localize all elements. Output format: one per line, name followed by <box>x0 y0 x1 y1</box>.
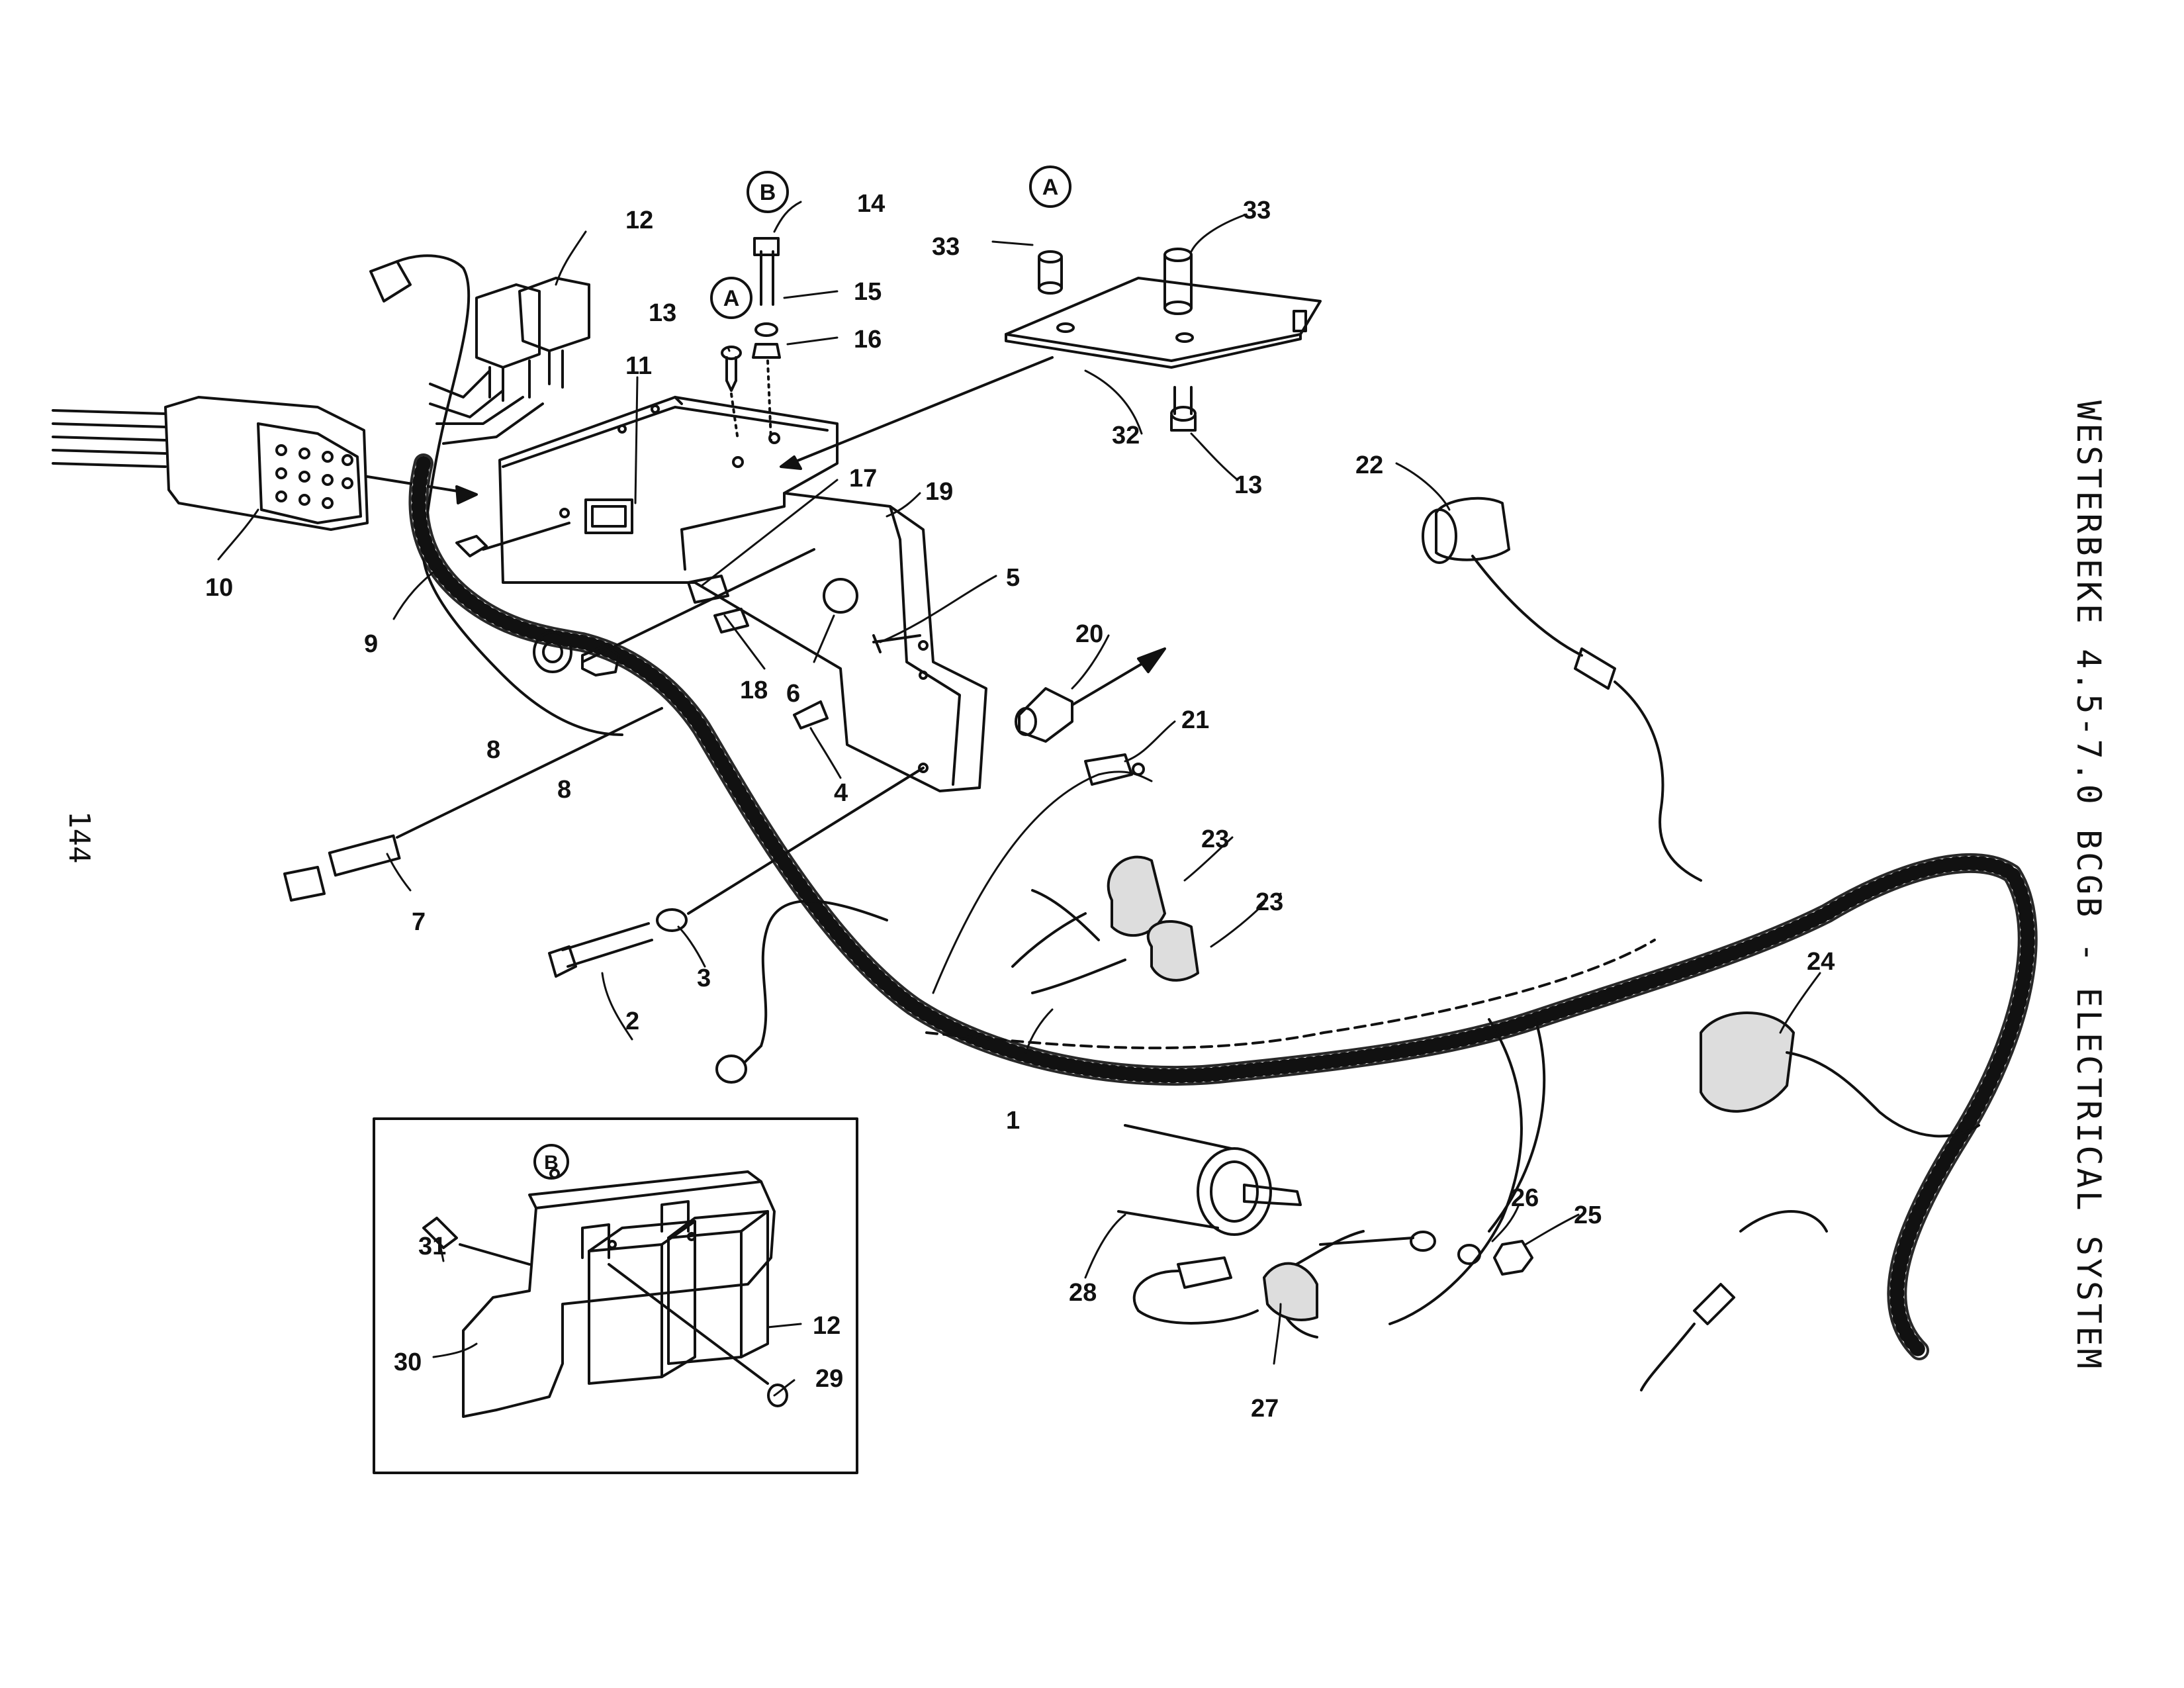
label-part-33b: 33 <box>1243 197 1271 224</box>
label-part-1: 1 <box>1006 1107 1020 1135</box>
boot-22 <box>1422 496 1702 882</box>
assembly-arrows <box>780 356 1054 470</box>
label-part-25: 25 <box>1574 1201 1602 1229</box>
ref-marker-a-right: A <box>1029 165 1071 208</box>
label-part-23b: 23 <box>1255 888 1283 916</box>
starter-terminal-area <box>1117 1124 1533 1338</box>
ref-marker-b-top: B <box>747 171 789 213</box>
ref-marker-b-inset: B <box>533 1144 569 1180</box>
bolt-and-washer <box>548 767 925 978</box>
screws-and-washers <box>721 237 781 442</box>
label-part-31: 31 <box>418 1233 446 1260</box>
label-part-17: 17 <box>849 465 877 492</box>
label-part-14: 14 <box>857 190 885 218</box>
reference-markers: B A A B <box>533 165 1071 1180</box>
svg-text:A: A <box>723 286 740 311</box>
label-part-13a: 13 <box>649 299 676 327</box>
terminal-lower-right <box>1640 1210 1828 1391</box>
main-harness <box>408 453 2038 1360</box>
relays-and-harness <box>369 254 623 736</box>
label-part-29: 29 <box>815 1365 843 1393</box>
label-part-30: 30 <box>394 1348 422 1376</box>
mounting-plate <box>1005 248 1322 432</box>
label-part-23a: 23 <box>1201 825 1229 853</box>
page-number: 144 <box>62 811 96 864</box>
label-part-10: 10 <box>205 574 233 602</box>
label-part-2: 2 <box>625 1008 639 1035</box>
label-part-24: 24 <box>1807 948 1835 976</box>
label-part-20: 20 <box>1075 620 1103 648</box>
label-part-16: 16 <box>854 326 882 353</box>
label-part-22: 22 <box>1355 451 1383 479</box>
svg-text:A: A <box>1042 175 1059 200</box>
label-part-15: 15 <box>854 278 882 306</box>
ground-strap <box>715 900 888 1084</box>
boots-23 <box>1011 855 1199 994</box>
label-part-13b: 13 <box>1234 471 1262 499</box>
label-part-7: 7 <box>412 908 426 936</box>
label-part-27: 27 <box>1251 1395 1279 1423</box>
label-part-12b: 12 <box>813 1312 841 1340</box>
boot-24 <box>1700 1011 1980 1138</box>
label-part-8a: 8 <box>486 736 500 764</box>
multi-pin-connector <box>52 396 478 531</box>
label-part-21: 21 <box>1181 706 1209 734</box>
label-part-9: 9 <box>364 630 378 658</box>
label-part-19: 19 <box>925 478 953 506</box>
spacer-20 <box>1015 647 1166 743</box>
label-part-18: 18 <box>740 677 768 704</box>
label-part-4: 4 <box>834 779 848 807</box>
fuse-holder <box>283 707 663 902</box>
label-part-28: 28 <box>1069 1279 1097 1307</box>
label-part-8b: 8 <box>557 776 571 804</box>
ref-marker-a-left: A <box>710 277 752 319</box>
label-part-5: 5 <box>1006 564 1020 592</box>
inset-relay-bracket <box>373 1117 858 1474</box>
label-part-12a: 12 <box>625 207 653 234</box>
label-part-11: 11 <box>625 352 652 380</box>
ring-terminal-21 <box>1084 753 1145 786</box>
svg-text:B: B <box>760 180 776 205</box>
label-part-6: 6 <box>786 680 800 708</box>
control-box-bracket <box>498 396 987 792</box>
leader-lines <box>217 201 1821 1397</box>
label-part-3: 3 <box>697 964 711 992</box>
label-part-26: 26 <box>1511 1184 1539 1212</box>
document-side-title: WESTERBEKE 4.5-7.0 BCGB - ELECTRICAL SYS… <box>2070 400 2108 1372</box>
label-part-33a: 33 <box>932 233 960 261</box>
part-number-labels: 1 2 3 4 5 6 7 8 8 9 10 11 12 12 13 13 14… <box>205 190 1835 1423</box>
svg-text:B: B <box>544 1152 559 1174</box>
nuts-and-grommets <box>455 522 921 729</box>
label-part-32: 32 <box>1112 422 1140 449</box>
